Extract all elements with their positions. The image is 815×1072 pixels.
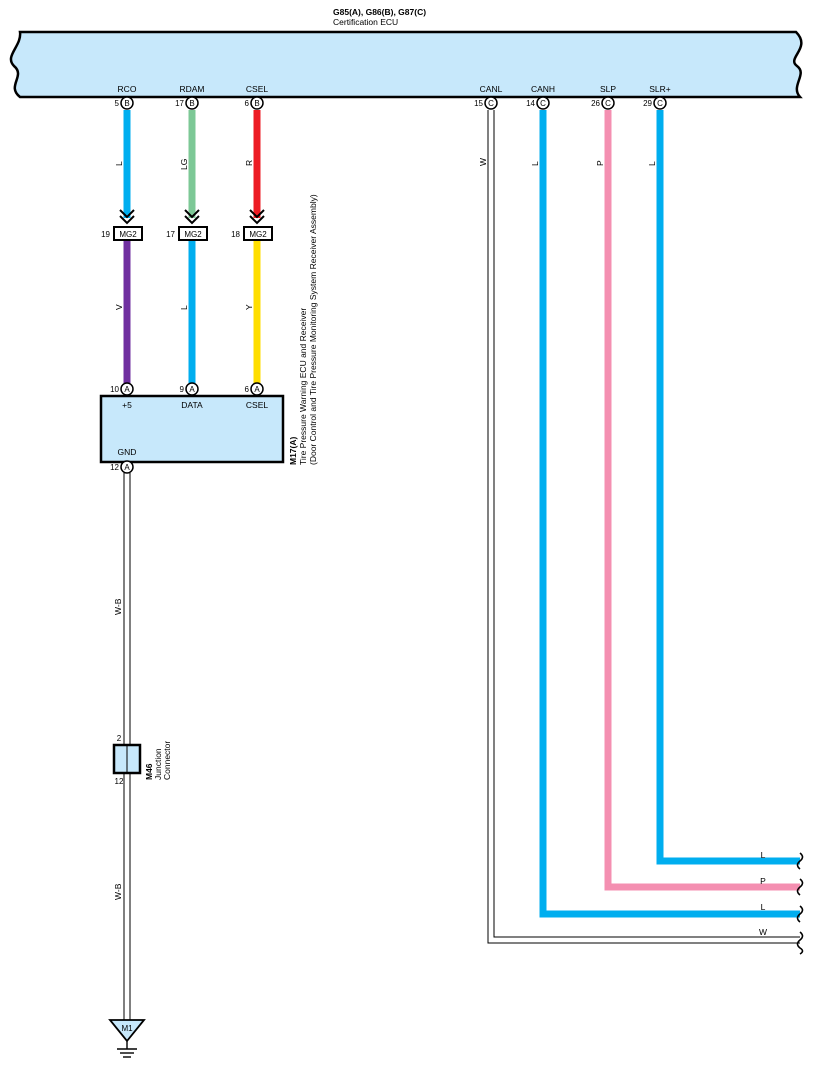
wire-color-label: P [760,876,766,886]
junction-pin-top: 2 [117,734,122,743]
pin-number: 12 [110,463,119,472]
pin-number: 29 [643,99,652,108]
mg2-label: MG2 [119,230,137,239]
wire-color-label: LG [179,159,189,170]
ecu-terminal-slp: SLP [600,84,616,94]
ecu-ids: G85(A), G86(B), G87(C) [333,7,426,17]
conn-letter: B [189,99,194,108]
conn-letter: C [540,99,546,108]
ground-triangle-icon [108,1019,146,1043]
ecu-terminal-rdam: RDAM [179,84,204,94]
mg2-label: MG2 [184,230,202,239]
wire-color-label: L [114,161,124,166]
wire-color-label: L [647,161,657,166]
conn-letter: B [124,99,129,108]
conn-letter: A [189,385,195,394]
receiver-terminal-data: DATA [181,400,203,410]
wire-color-label: L [530,161,540,166]
junction-id: M46 [144,763,154,780]
chevron-arrow-icon [184,209,200,225]
wire-color-label: L [179,305,189,310]
wire-color-label: V [114,304,124,310]
receiver-pin-circles [120,382,264,396]
mg2-pin: 17 [166,230,175,239]
wire-color-label: P [595,160,605,166]
junction-name: Junction [153,748,163,780]
ecu-terminal-slr-plus: SLR+ [649,84,671,94]
pin-number: 5 [115,99,120,108]
junction-name-line2: Connector [162,741,172,780]
conn-letter: A [124,385,130,394]
mg2-connector-box [243,226,273,241]
wire-slr-l [656,110,800,865]
pin-number: 17 [175,99,184,108]
wire-slp-p [604,110,800,891]
ground-icon [117,1041,137,1058]
pin-number: 6 [245,385,250,394]
ecu-terminal-canh: CANH [531,84,555,94]
wire-color-label: W [478,158,488,166]
pin-number: 9 [180,385,185,394]
pin-number: 10 [110,385,119,394]
certification-ecu-box [9,30,803,99]
ecu-pin-circles [120,96,667,110]
receiver-name: Tire Pressure Warning ECU and Receiver [298,308,308,465]
pin-number: 6 [245,99,250,108]
chevron-arrow-icon [249,209,265,225]
conn-letter: A [254,385,260,394]
wire-canl-w-inner [493,110,800,938]
conn-letter: B [254,99,259,108]
continuation-break-icon [796,852,804,955]
junction-pin-bottom: 12 [115,777,124,786]
ecu-terminal-csel: CSEL [246,84,268,94]
mg2-connector-box [178,226,208,241]
wire-canl-w [487,110,800,944]
ecu-terminal-canl: CANL [480,84,503,94]
receiver-name-detail: (Door Control and Tire Pressure Monitori… [308,194,318,465]
pin-number: 15 [474,99,483,108]
pin-number: 14 [526,99,535,108]
gnd-pin-circle [120,460,134,474]
conn-letter: C [657,99,663,108]
ecu-name: Certification ECU [333,17,398,27]
receiver-terminal-gnd: GND [118,447,137,457]
mg2-label: MG2 [249,230,267,239]
conn-letter: C [605,99,611,108]
chevron-arrow-icon [119,209,135,225]
mg2-pin: 18 [231,230,240,239]
wire-color-label: W-B [113,598,123,615]
wire-color-label: Y [244,304,254,310]
ground-point-label: M1 [121,1024,133,1033]
mg2-connector-box [113,226,143,241]
ecu-terminal-rco: RCO [118,84,137,94]
pin-number: 26 [591,99,600,108]
wire-color-label: W-B [113,883,123,900]
wire-canh-l [539,110,800,918]
wire-color-label: L [761,902,766,912]
tire-pressure-receiver-box [99,394,285,464]
receiver-terminal-csel: CSEL [246,400,268,410]
receiver-id: M17(A) [288,436,298,465]
conn-letter: A [124,463,130,472]
wire-color-label: R [244,160,254,166]
conn-letter: C [488,99,494,108]
wire-color-label: L [761,850,766,860]
wire-color-label: W [759,927,767,937]
mg2-pin: 19 [101,230,110,239]
receiver-terminal-plus5: +5 [122,400,132,410]
